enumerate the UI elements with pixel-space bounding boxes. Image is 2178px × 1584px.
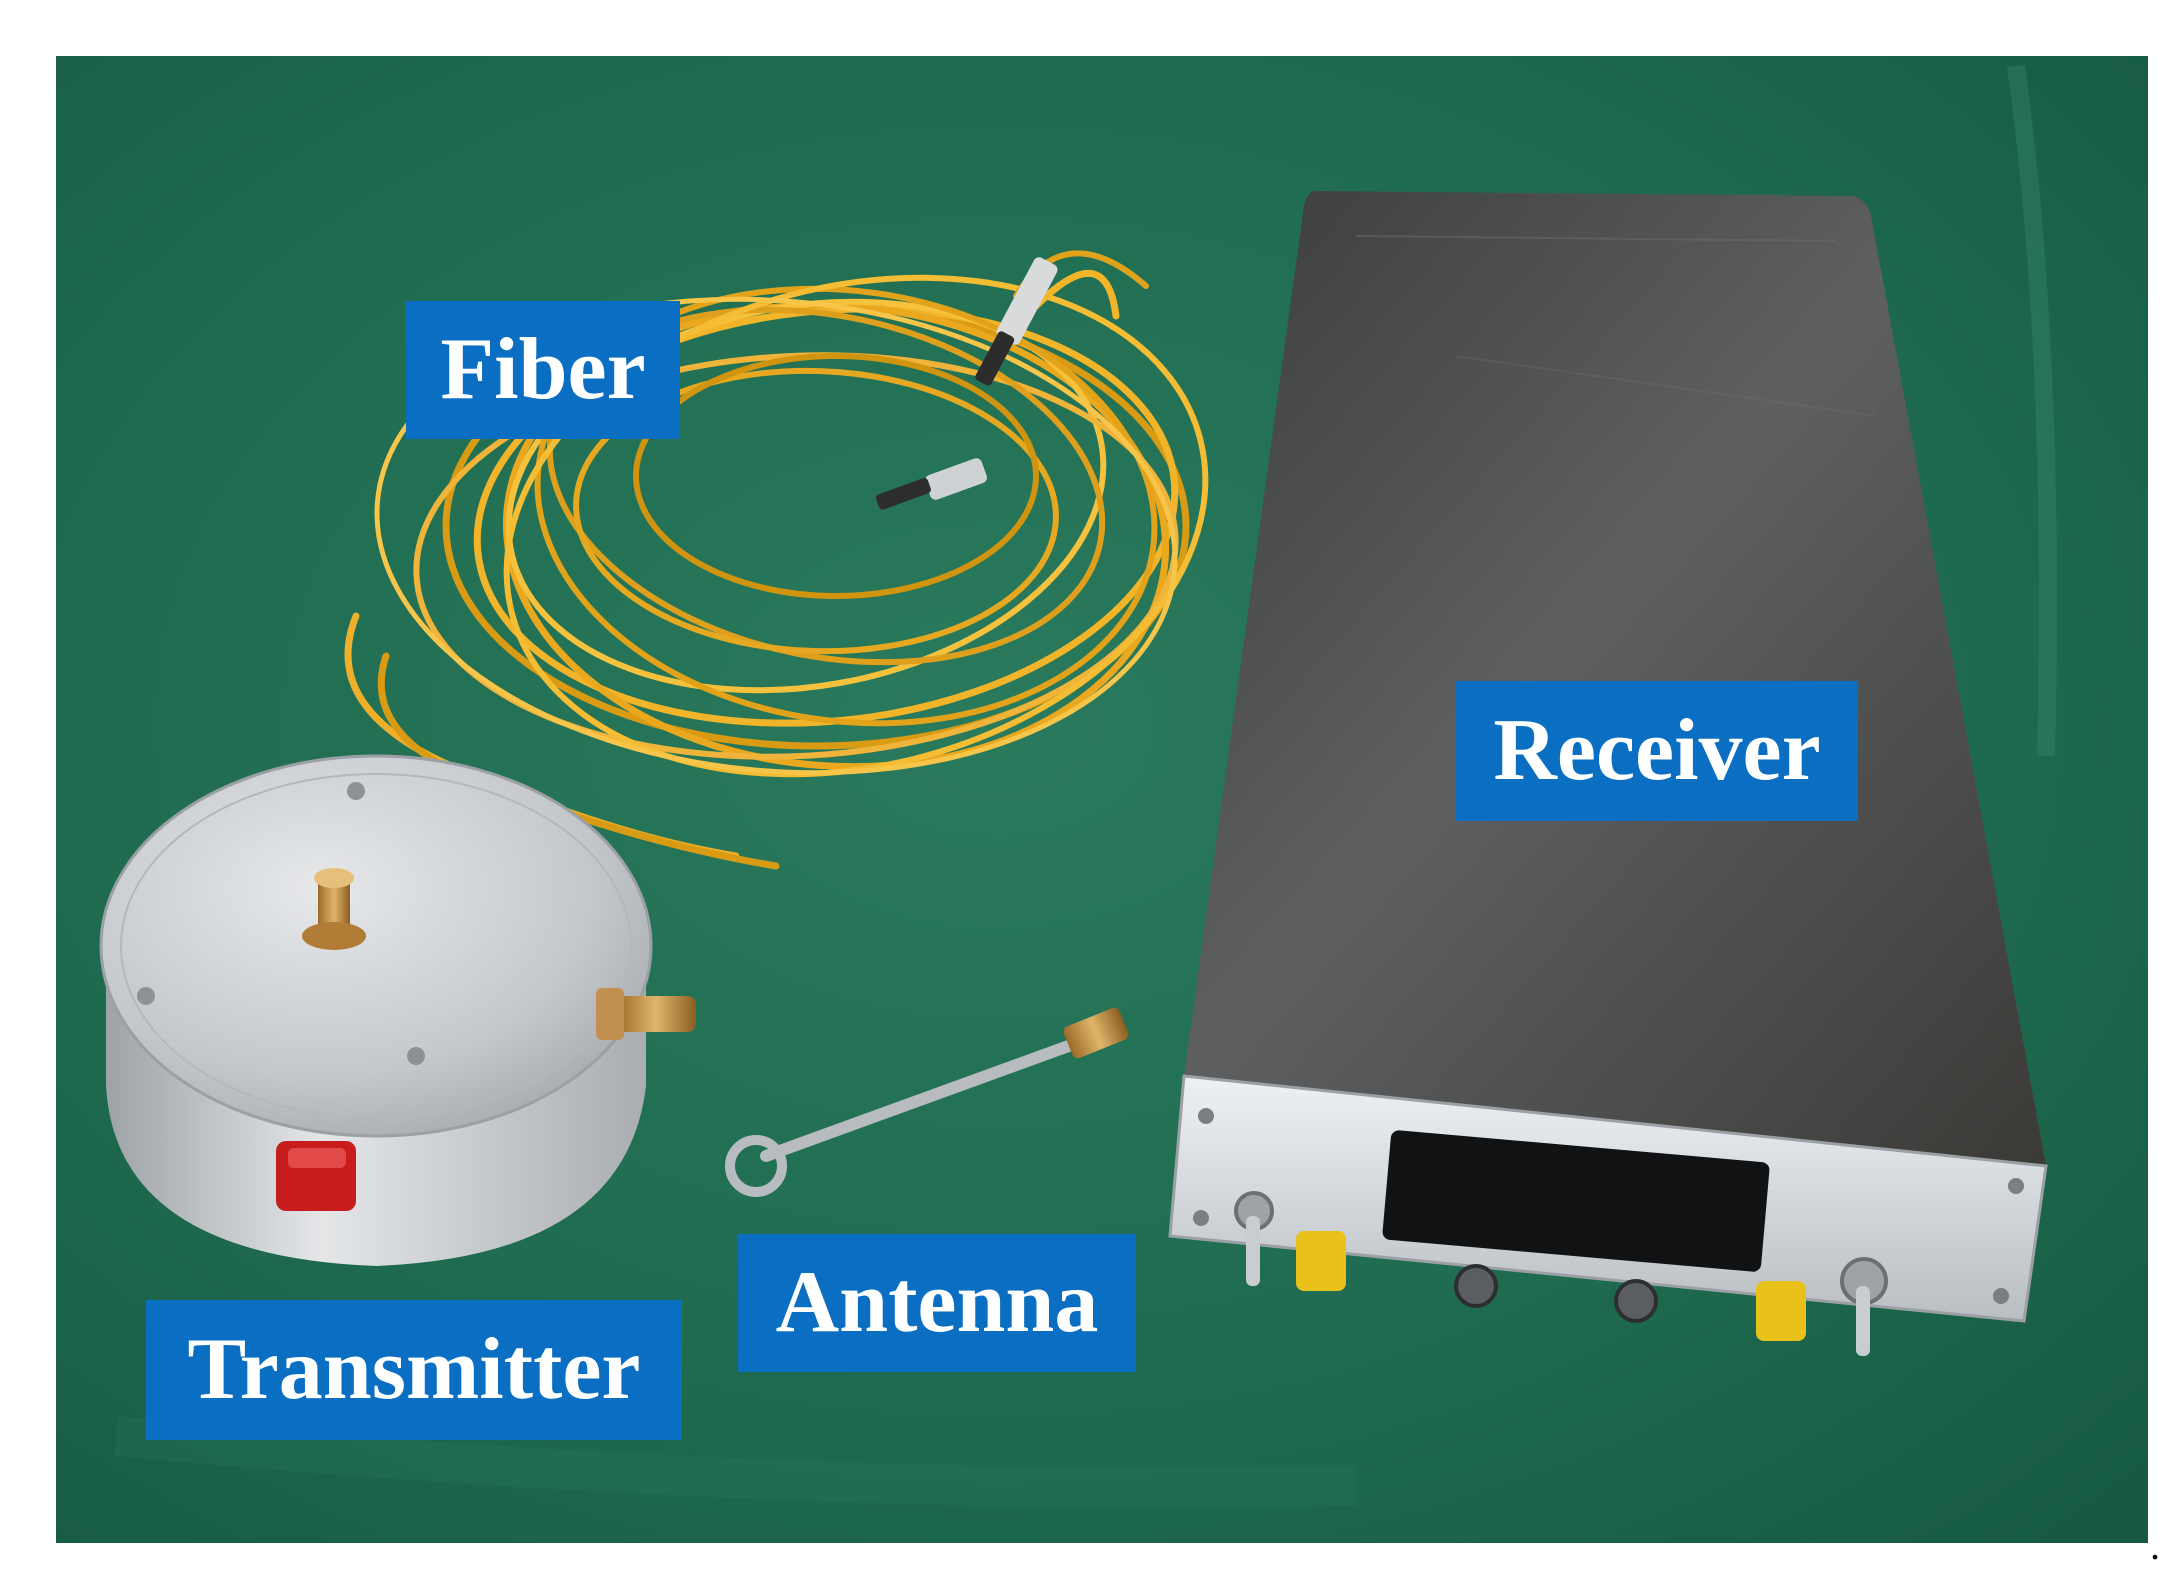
fiber-label: Fiber	[406, 301, 680, 439]
fiber-connector	[876, 257, 1058, 510]
transmitter-label: Transmitter	[146, 1300, 682, 1440]
antenna-device	[725, 1007, 1129, 1197]
yellow-cap-right	[1756, 1281, 1806, 1341]
antenna-label: Antenna	[738, 1234, 1136, 1372]
trailing-period: .	[2150, 1523, 2160, 1568]
yellow-cap-left	[1296, 1231, 1346, 1291]
receiver-label: Receiver	[1456, 681, 1858, 821]
transmitter-device	[99, 754, 696, 1266]
receiver-device	[1168, 191, 2048, 1356]
receiver-display	[1382, 1130, 1770, 1272]
